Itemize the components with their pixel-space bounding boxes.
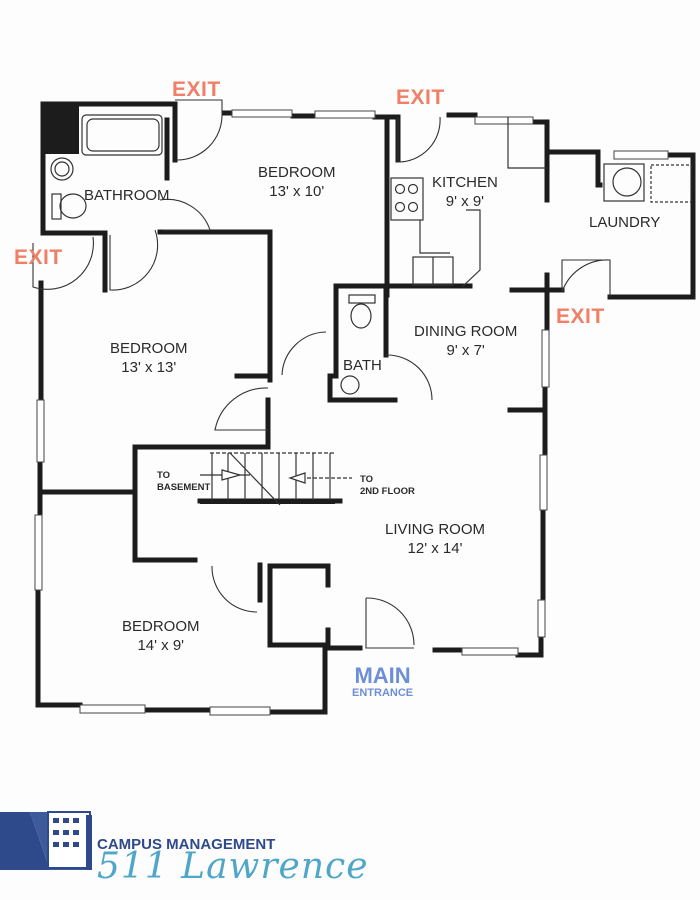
doors bbox=[32, 99, 611, 649]
exit-label-left-bedroom: EXIT bbox=[14, 246, 63, 269]
building-icon bbox=[0, 811, 92, 870]
walls bbox=[35, 101, 696, 715]
room-label-bath: BATH bbox=[343, 357, 382, 374]
exit-label-top-bedroom: EXIT bbox=[172, 78, 221, 101]
exit-label-laundry: EXIT bbox=[556, 305, 605, 328]
company-name: CAMPUS MANAGEMENT bbox=[97, 836, 276, 853]
room-label-laundry: LAUNDRY bbox=[589, 214, 661, 231]
stairs bbox=[200, 452, 352, 506]
main-entrance-label: MAIN ENTRANCE bbox=[352, 663, 414, 700]
property-name: 511 Lawrence bbox=[97, 846, 369, 887]
room-label-bathroom: BATHROOM bbox=[84, 187, 170, 204]
exit-label-kitchen: EXIT bbox=[396, 86, 445, 109]
windows bbox=[34, 109, 669, 716]
fixtures bbox=[50, 114, 692, 395]
